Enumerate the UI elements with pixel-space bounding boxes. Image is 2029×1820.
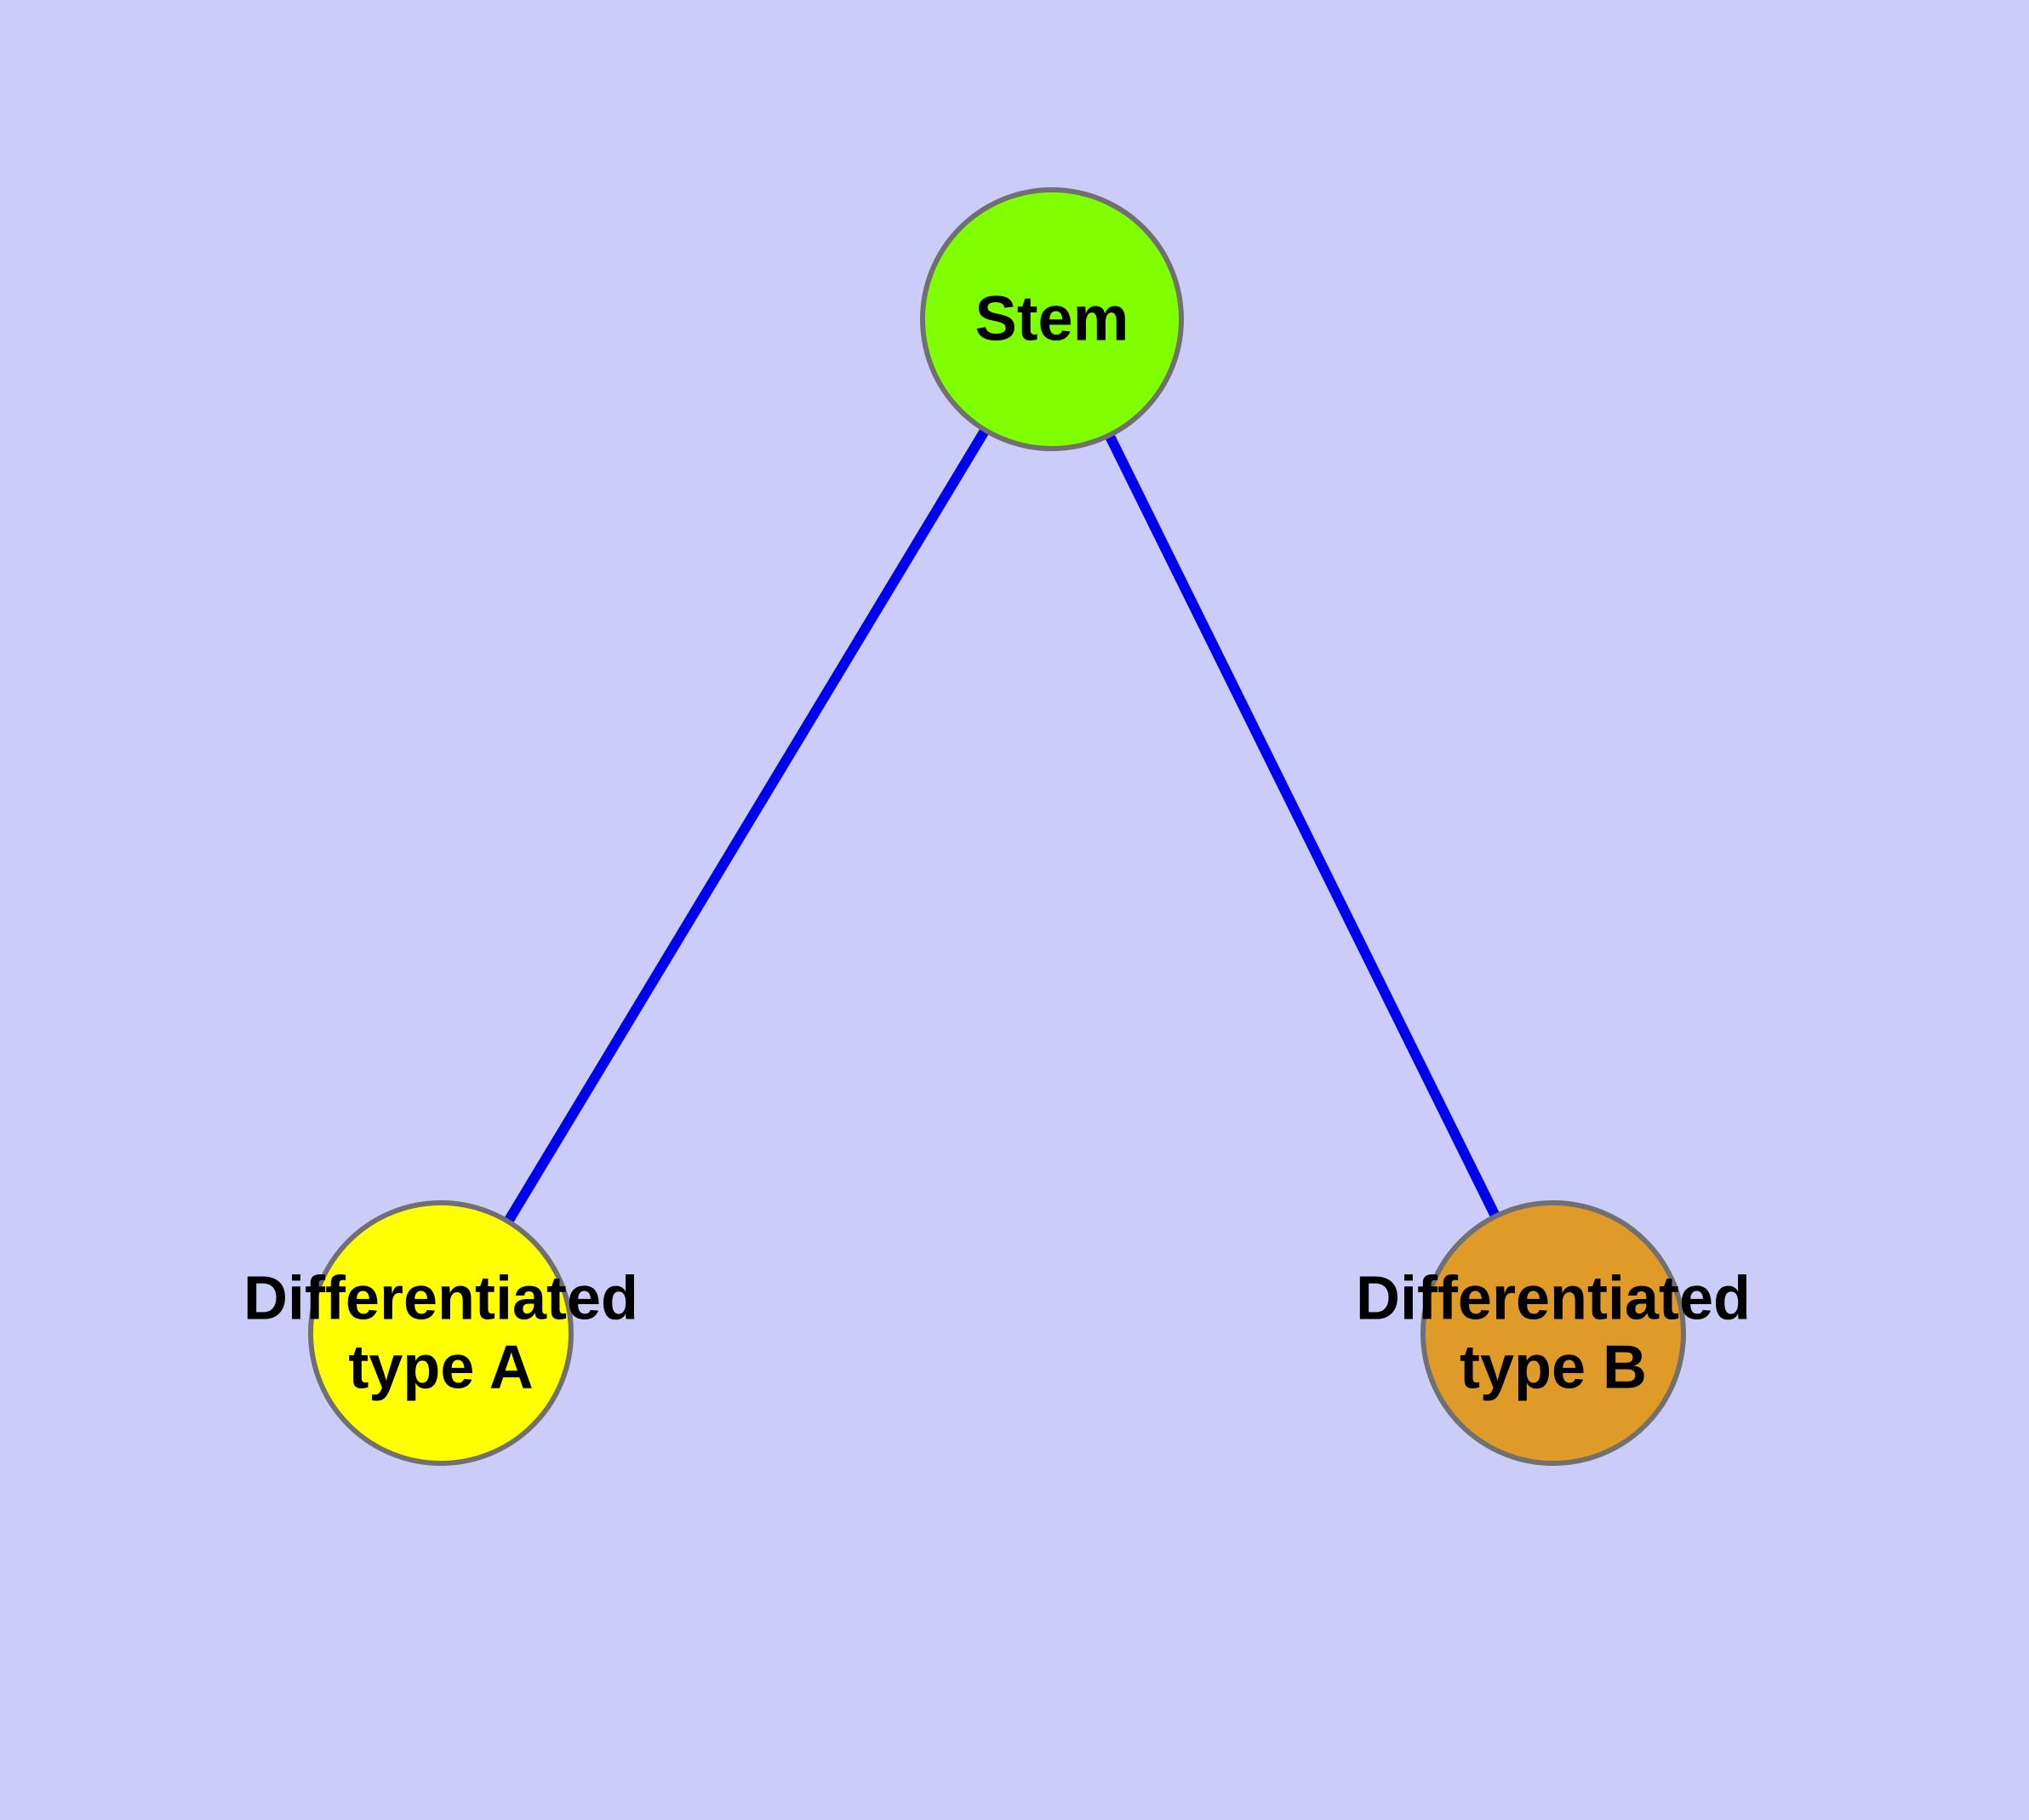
- node-circle-diff-b[interactable]: [1420, 1200, 1686, 1466]
- edge-stem-diff-b[interactable]: [1047, 317, 1558, 1336]
- edge-stem-diff-a[interactable]: [436, 316, 1057, 1336]
- node-circle-diff-a[interactable]: [308, 1200, 574, 1466]
- nodes-layer: [308, 187, 1686, 1466]
- edges-layer: [436, 316, 1558, 1336]
- node-circle-stem[interactable]: [920, 187, 1184, 451]
